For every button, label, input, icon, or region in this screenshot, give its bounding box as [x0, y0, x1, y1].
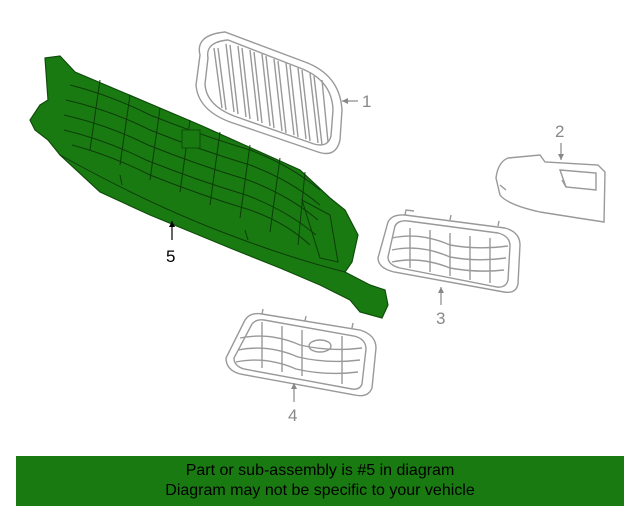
- parts-diagram: 1 2 3 4 5: [29, 31, 606, 425]
- callout-1: 1: [362, 92, 371, 111]
- leader-arrowheads: [169, 98, 564, 389]
- banner-line-2: Diagram may not be specific to your vehi…: [165, 482, 475, 499]
- part-2-cover[interactable]: [495, 154, 606, 223]
- part-4-side-grille[interactable]: [225, 308, 377, 397]
- callout-5: 5: [166, 247, 175, 266]
- banner-line-1: Part or sub-assembly is #5 in diagram: [185, 462, 455, 479]
- callout-4: 4: [288, 406, 297, 425]
- callout-2: 2: [555, 122, 564, 141]
- info-banner: Part or sub-assembly is #5 in diagram Di…: [16, 456, 624, 506]
- part-3-side-grille[interactable]: [377, 209, 521, 294]
- callout-3: 3: [436, 309, 445, 328]
- part-5-lower-grille[interactable]: [29, 55, 389, 319]
- part-1-kidney-grille[interactable]: [195, 31, 343, 155]
